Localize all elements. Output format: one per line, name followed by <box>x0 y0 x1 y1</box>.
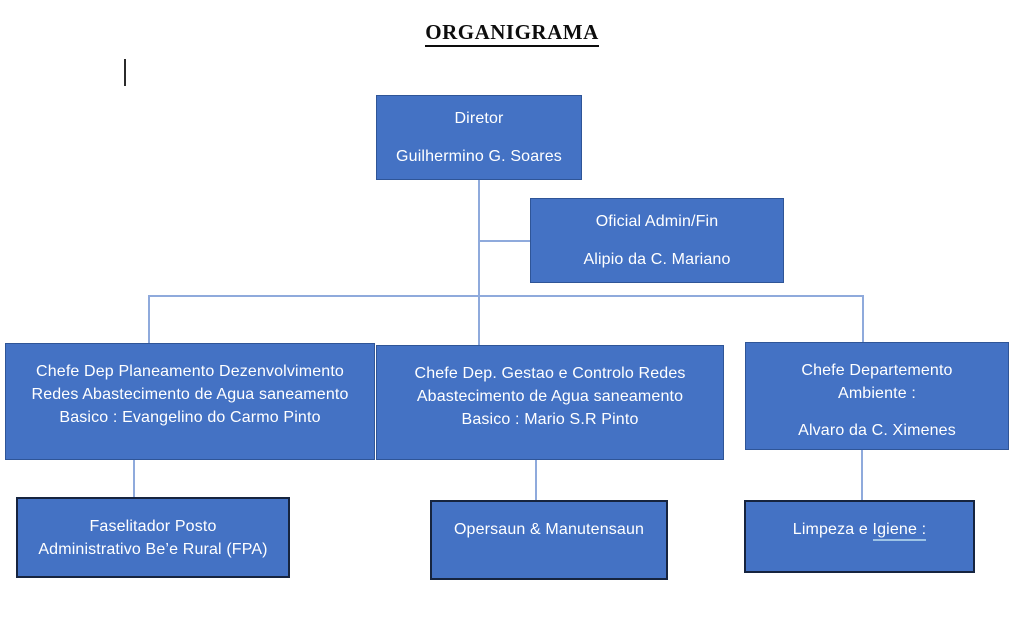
node-faselitador-line1: Faselitador Posto <box>89 518 217 535</box>
connector-dep-ambiente-to-limpeza <box>861 449 863 501</box>
node-dep-ambiente-line2: Ambiente : <box>838 385 916 403</box>
page-title: ORGANIGRAMA <box>0 20 1024 47</box>
node-limpeza-line: Limpeza e Igiene : <box>746 518 973 541</box>
node-dep-gestao[interactable]: Chefe Dep. Gestao e Controlo Redes Abast… <box>376 345 724 460</box>
connector-dep-gestao-to-opersaun <box>535 459 537 501</box>
node-faselitador-line2: Administrativo Be’e Rural (FPA) <box>38 541 268 559</box>
node-oficial-admin-fin[interactable]: Oficial Admin/Fin Alipio da C. Mariano <box>530 198 784 283</box>
node-diretor[interactable]: Diretor Guilhermino G. Soares <box>376 95 582 180</box>
node-limpeza-line2: Igiene : <box>872 521 927 541</box>
node-limpeza-igiene[interactable]: Limpeza e Igiene : <box>744 500 975 573</box>
node-oficial-person: Alipio da C. Mariano <box>583 250 731 268</box>
connector-department-bus <box>148 295 864 297</box>
node-limpeza-line1: Limpeza e <box>792 521 873 538</box>
page-title-text: ORGANIGRAMA <box>425 20 599 47</box>
node-diretor-role: Diretor <box>454 110 504 128</box>
node-faselitador[interactable]: Faselitador Posto Administrativo Be’e Ru… <box>16 497 290 578</box>
connector-bus-to-dep-planeamento <box>148 295 150 344</box>
node-dep-ambiente-line1: Chefe Departemento <box>801 362 953 379</box>
node-opersaun-manutensaun[interactable]: Opersaun & Manutensaun <box>430 500 668 580</box>
node-dep-planeamento[interactable]: Chefe Dep Planeamento Dezenvolvimento Re… <box>5 343 375 460</box>
node-dep-planeamento-line1: Chefe Dep Planeamento Dezenvolvimento <box>36 363 344 380</box>
node-dep-gestao-line2: Abastecimento de Agua saneamento <box>416 388 684 406</box>
node-dep-gestao-line3: Basico : Mario S.R Pinto <box>461 411 639 429</box>
connector-dep-planeamento-to-faselitador <box>133 459 135 498</box>
node-opersaun-line1: Opersaun & Manutensaun <box>453 521 645 538</box>
node-dep-gestao-line1: Chefe Dep. Gestao e Controlo Redes <box>414 365 686 382</box>
node-dep-planeamento-line3: Basico : Evangelino do Carmo Pinto <box>59 409 321 427</box>
node-dep-ambiente[interactable]: Chefe Departemento Ambiente : Alvaro da … <box>745 342 1009 450</box>
connector-bus-to-dep-gestao <box>478 295 480 346</box>
text-caret <box>124 59 126 86</box>
node-dep-planeamento-line2: Redes Abastecimento de Agua saneamento <box>31 386 349 404</box>
node-diretor-person: Guilhermino G. Soares <box>396 147 562 165</box>
connector-diretor-to-oficial <box>478 240 532 242</box>
node-oficial-role: Oficial Admin/Fin <box>595 213 719 231</box>
connector-bus-to-dep-ambiente <box>862 295 864 343</box>
node-dep-ambiente-line3: Alvaro da C. Ximenes <box>798 422 956 440</box>
connector-diretor-trunk <box>478 180 480 296</box>
